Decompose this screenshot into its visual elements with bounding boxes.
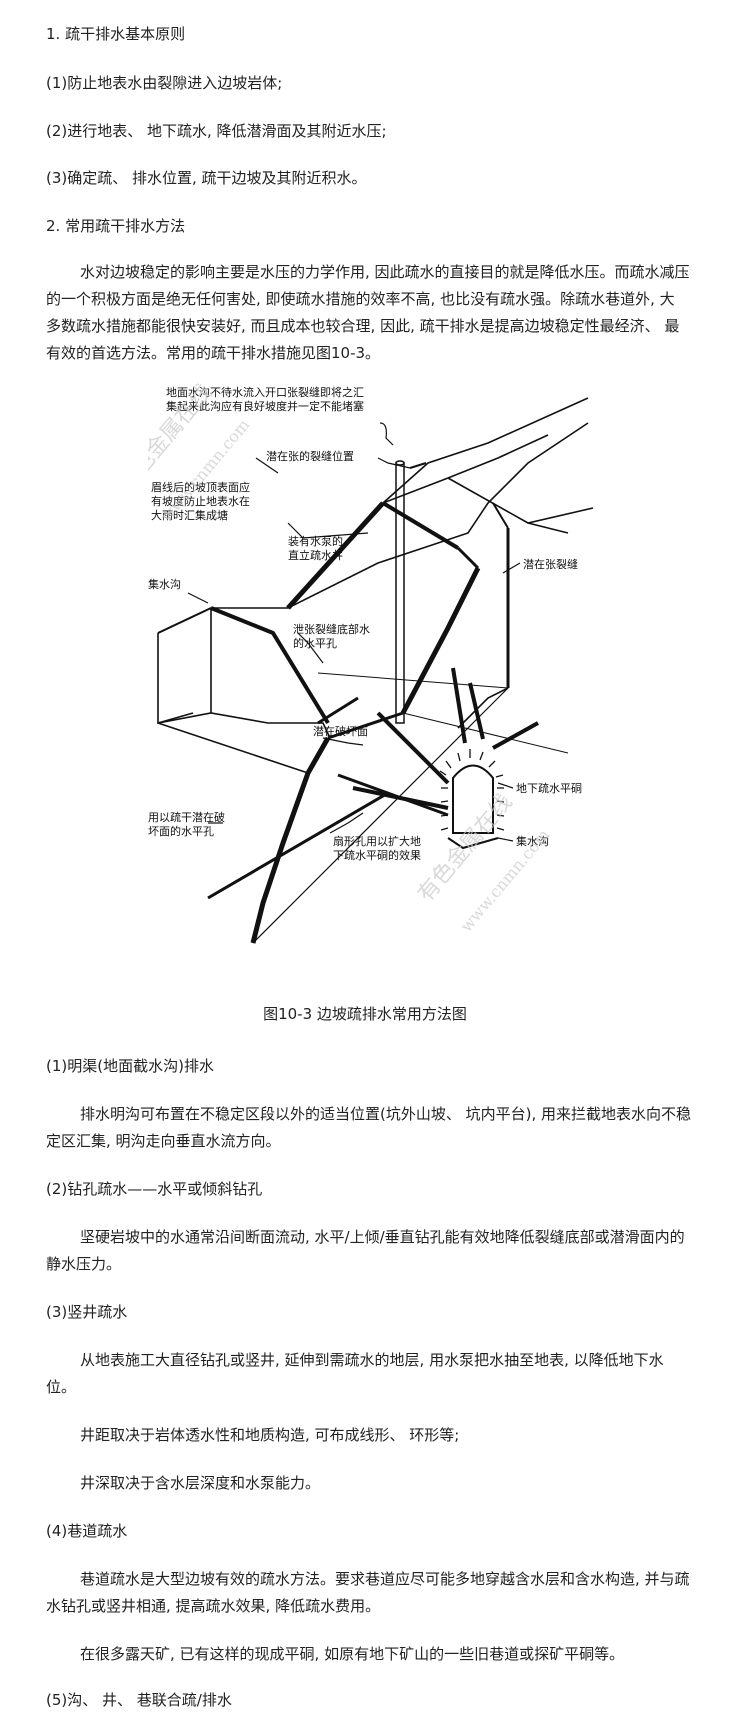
method-3-line-1: 从地表施工大直径钻孔或竖井, 延伸到需疏水的地层, 用水泵把水抽至地表, 以降低… bbox=[80, 1351, 664, 1369]
slope-drainage-diagram: 地面水沟不待水流入开口张裂缝即将之汇 集起来此沟应有良好坡度并一定不能堵塞 潜在… bbox=[113, 380, 594, 944]
method-4-line-1: 巷道疏水是大型边坡有效的疏水方法。要求巷道应尽可能多地穿越含水层和含水构造, 并… bbox=[80, 1570, 690, 1588]
figure-caption: 图10-3 边坡疏排水常用方法图 bbox=[263, 1005, 467, 1023]
section2-title: 2. 常用疏干排水方法 bbox=[46, 217, 186, 235]
section1-title: 1. 疏干排水基本原则 bbox=[46, 25, 186, 43]
label-potential-failure-plane: 潜在破坏面 bbox=[313, 724, 368, 738]
label-crest-slope-3: 大雨时汇集成塘 bbox=[151, 508, 228, 522]
label-surface-ditch-2: 集起来此沟应有良好坡度并一定不能堵塞 bbox=[166, 399, 364, 413]
principle-item-1: (1)防止地表水由裂隙进入边坡岩体; bbox=[46, 74, 283, 92]
intro-line-3: 多数疏水措施都能很快安装好, 而且成本也较合理, 因此, 疏干排水是提高边坡稳定… bbox=[46, 317, 680, 335]
label-drainage-adit: 地下疏水平硐 bbox=[516, 781, 582, 795]
method-1-line-2: 定区汇集, 明沟走向垂直水流方向。 bbox=[46, 1132, 281, 1150]
method-2-title: (2)钻孔疏水——水平或倾斜钻孔 bbox=[46, 1180, 263, 1198]
method-4-paragraph-2: 在很多露天矿, 已有这样的现成平硐, 如原有地下矿山的一些旧巷道或探矿平硐等。 bbox=[80, 1645, 625, 1663]
fan-holes bbox=[352, 667, 539, 810]
label-potential-crack-position: 潜在张的裂缝位置 bbox=[266, 449, 354, 463]
intro-line-4: 有效的首选方法。常用的疏干排水措施见图10-3。 bbox=[46, 344, 381, 362]
label-potential-tension-crack: 潜在张裂缝 bbox=[523, 557, 578, 571]
potential-failure-plane bbox=[252, 687, 509, 944]
intro-line-1: 水对边坡稳定的影响主要是水压的力学作用, 因此疏水的直接目的就是降低水压。而疏水… bbox=[80, 263, 690, 281]
principle-item-2: (2)进行地表、 地下疏水, 降低潜滑面及其附近水压; bbox=[46, 122, 387, 140]
horizontal-drain-holes bbox=[207, 696, 449, 900]
crest-line bbox=[157, 422, 589, 634]
method-4-title: (4)巷道疏水 bbox=[46, 1522, 128, 1540]
label-vertical-well-1: 装有水泵的 bbox=[288, 534, 343, 548]
method-3-line-2: 位。 bbox=[46, 1378, 77, 1396]
label-collection-ditch-bottom: 集水沟 bbox=[516, 834, 549, 848]
slope-drainage-figure: 地面水沟不待水流入开口张裂缝即将之汇 集起来此沟应有良好坡度并一定不能堵塞 潜在… bbox=[113, 380, 648, 983]
label-fan-holes-1: 扇形孔用以扩大地 bbox=[333, 834, 421, 848]
method-1-line-1: 排水明沟可布置在不稳定区段以外的适当位置(坑外山坡、 坑内平台), 用来拦截地表… bbox=[80, 1105, 692, 1123]
intro-line-2: 的一个积极方面是绝无任何害处, 即使疏水措施的效率不高, 也比没有疏水强。除疏水… bbox=[46, 290, 675, 308]
method-2-line-2: 静水压力。 bbox=[46, 1255, 122, 1273]
label-failure-drain-hole-1: 用以疏干潜在破 bbox=[148, 810, 225, 824]
label-fan-holes-2: 下疏水平硐的效果 bbox=[333, 848, 421, 862]
method-2-line-1: 坚硬岩坡中的水通常沿间断面流动, 水平/上倾/垂直钻孔能有效地降低裂缝底部或潜滑… bbox=[80, 1228, 685, 1246]
label-failure-drain-hole-2: 坏面的水平孔 bbox=[148, 824, 214, 838]
principle-item-3: (3)确定疏、 排水位置, 疏干边坡及其附近积水。 bbox=[46, 169, 367, 187]
label-crack-drain-hole-2: 的水平孔 bbox=[293, 636, 337, 650]
method-1-title: (1)明渠(地面截水沟)排水 bbox=[46, 1057, 214, 1075]
label-crack-drain-hole-1: 泄张裂缝底部水 bbox=[293, 622, 370, 636]
label-crest-slope-2: 有坡度防止地表水在 bbox=[151, 494, 250, 508]
label-vertical-well-2: 直立疏水井 bbox=[288, 548, 343, 562]
drainage-adit bbox=[439, 749, 505, 850]
method-3-title: (3)竖井疏水 bbox=[46, 1303, 128, 1321]
vertical-drainage-well bbox=[395, 460, 405, 724]
method-4-line-2: 水钻孔或竖井相通, 提高疏水效果, 降低疏水费用。 bbox=[46, 1597, 381, 1615]
label-collection-ditch-top: 集水沟 bbox=[148, 577, 181, 591]
label-crest-slope-1: 眉线后的坡顶表面应 bbox=[151, 480, 250, 494]
label-surface-ditch-1: 地面水沟不待水流入开口张裂缝即将之汇 bbox=[166, 385, 364, 399]
method-3-paragraph-3: 井深取决于含水层深度和水泵能力。 bbox=[80, 1474, 321, 1492]
method-5-title: (5)沟、 井、 巷联合疏/排水 bbox=[46, 1691, 232, 1709]
method-3-paragraph-2: 井距取决于岩体透水性和地质构造, 可布成线形、 环形等; bbox=[80, 1426, 460, 1444]
